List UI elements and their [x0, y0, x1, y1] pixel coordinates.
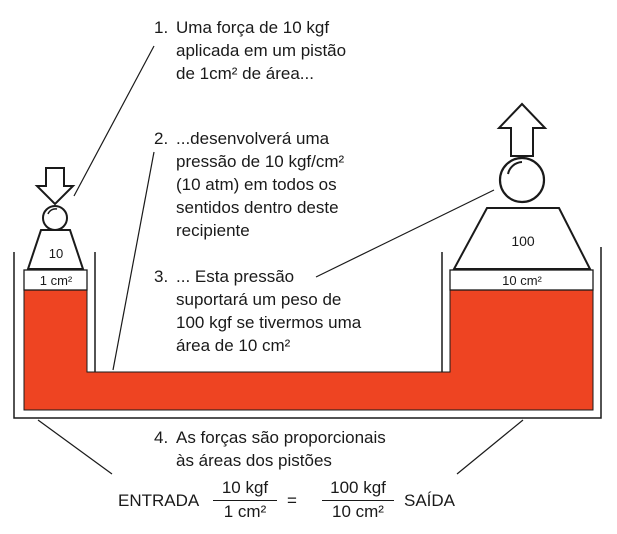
step-4-line-1: As forças são proporcionais [176, 428, 386, 447]
left-weight-label: 10 [48, 246, 64, 261]
up-arrow-icon [496, 102, 548, 157]
step-3-line-1: ... Esta pressão [176, 267, 295, 286]
right-ball [498, 156, 546, 204]
down-arrow-icon [34, 167, 76, 206]
step-2-line-5: recipiente [176, 221, 250, 240]
step-2-number: 2. [154, 129, 169, 148]
leader-line-4a [37, 419, 113, 475]
formula-right-numerator: 100 kgf [322, 478, 394, 501]
step-4-number: 4. [154, 428, 169, 447]
step-3-line-3: 100 kgf se tivermos uma [176, 313, 362, 332]
step-4-line-2: às áreas dos pistões [176, 451, 332, 470]
step-1-number: 1. [154, 18, 169, 37]
step-1-line-1: Uma força de 10 kgf [176, 18, 330, 37]
step-3-number: 3. [154, 267, 169, 286]
step-2-line-3: (10 atm) em todos os [176, 175, 337, 194]
step-3-line-4: área de 10 cm² [176, 336, 291, 355]
right-weight-label: 100 [511, 233, 535, 249]
formula-output-word: SAÍDA [404, 491, 456, 510]
step-1-line-3: de 1cm² de área... [176, 64, 314, 83]
right-weight [452, 207, 592, 270]
step-3-line-2: suportará um peso de [176, 290, 342, 309]
formula-right-denominator: 10 cm² [332, 502, 384, 521]
right-area-label: 10 cm² [502, 273, 542, 288]
formula-left-denominator: 1 cm² [223, 502, 267, 521]
leader-line-4b [456, 419, 524, 475]
step-2-line-4: sentidos dentro deste [176, 198, 339, 217]
formula-equals: = [287, 491, 297, 510]
step-2-line-1: ...desenvolverá uma [176, 129, 330, 148]
leader-line-3 [315, 189, 495, 278]
left-weight [26, 229, 85, 270]
step-1-line-2: aplicada em um pistão [176, 41, 347, 60]
formula-right-fraction: 100 kgf 10 cm² [322, 478, 394, 522]
leader-line-1 [73, 45, 155, 197]
formula-left-numerator: 10 kgf [213, 478, 277, 501]
leader-line-2 [112, 151, 155, 371]
formula-left-fraction: 10 kgf 1 cm² [213, 478, 277, 522]
formula-input-word: ENTRADA [118, 491, 200, 510]
step-2-line-2: pressão de 10 kgf/cm² [176, 152, 345, 171]
left-area-label: 1 cm² [39, 273, 73, 288]
container-outer-wall [13, 247, 602, 419]
